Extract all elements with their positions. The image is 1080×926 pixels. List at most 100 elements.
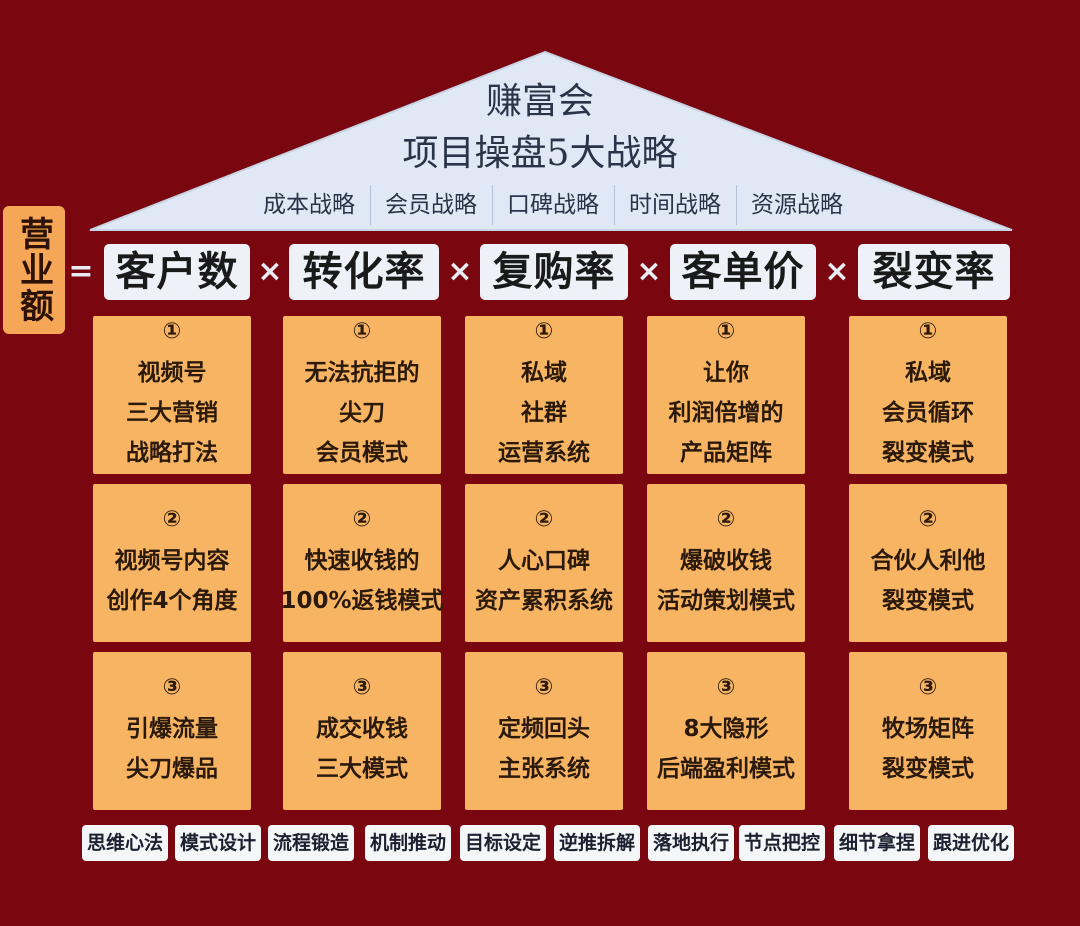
foundation-tag-execution: 落地执行 [648,825,734,861]
card-text: 私域 [905,360,951,386]
card-text: 产品矩阵 [680,440,772,466]
roof-triangle [89,50,1013,231]
card-text: 视频号 [137,360,207,386]
card-number: ② [352,507,372,532]
card-text: 活动策划模式 [657,588,795,614]
card-average-order-value-3: ③ 8大隐形 后端盈利模式 [647,652,805,810]
strategy-divider [736,185,737,225]
card-text: 裂变模式 [882,756,974,782]
revenue-box: 营业额 [3,206,65,334]
card-number: ② [162,507,182,532]
card-repurchase-rate-2: ② 人心口碑 资产累积系统 [465,484,623,642]
card-text: 合伙人利他 [870,548,986,574]
card-number: ③ [352,675,372,700]
times-sign: × [636,254,662,289]
factor-fission-rate: 裂变率 [858,244,1010,300]
strategy-divider [370,185,371,225]
card-text: 会员循环 [882,400,974,426]
card-text: 尖刀爆品 [126,756,218,782]
factor-repurchase-rate: 复购率 [480,244,628,300]
strategy-membership: 会员战略 [385,192,477,218]
card-number: ② [534,507,554,532]
card-average-order-value-2: ② 爆破收钱 活动策划模式 [647,484,805,642]
card-number: ③ [162,675,182,700]
card-text: 8大隐形 [683,716,769,742]
card-text: 爆破收钱 [680,548,772,574]
card-text: 100%返钱模式 [280,588,444,614]
strategy-divider [614,185,615,225]
card-repurchase-rate-1: ① 私域 社群 运营系统 [465,316,623,474]
card-text: 视频号内容 [114,548,230,574]
card-number: ① [162,319,182,344]
foundation-tag-milestone-control: 节点把控 [739,825,825,861]
factor-average-order-value: 客单价 [670,244,816,300]
card-text: 牧场矩阵 [882,716,974,742]
card-fission-rate-2: ② 合伙人利他 裂变模式 [849,484,1007,642]
card-number: ② [716,507,736,532]
card-text: 快速收钱的 [304,548,420,574]
card-customer-count-2: ② 视频号内容 创作4个角度 [93,484,251,642]
foundation-tag-detail-handling: 细节拿捏 [834,825,920,861]
card-fission-rate-1: ① 私域 会员循环 裂变模式 [849,316,1007,474]
card-text: 运营系统 [498,440,590,466]
card-number: ② [918,507,938,532]
card-text: 三大营销 [126,400,218,426]
card-text: 定频回头 [498,716,590,742]
foundation-tag-model-design: 模式设计 [175,825,261,861]
strategy-time: 时间战略 [629,192,721,218]
card-number: ① [716,319,736,344]
roof-subtitle: 项目操盘5大战略 [402,133,678,174]
strategy-resource: 资源战略 [751,192,843,218]
roof [89,50,1013,231]
card-text: 利润倍增的 [668,400,784,426]
card-text: 尖刀 [339,400,385,426]
card-number: ③ [918,675,938,700]
card-text: 让你 [703,360,749,386]
card-conversion-rate-3: ③ 成交收钱 三大模式 [283,652,441,810]
card-text: 无法抗拒的 [304,360,420,386]
card-text: 会员模式 [316,440,408,466]
factor-conversion-rate: 转化率 [289,244,439,300]
strategy-word-of-mouth: 口碑战略 [507,192,599,218]
card-text: 成交收钱 [316,716,408,742]
roof-title: 赚富会 [485,81,594,122]
revenue-label: 营业额 [13,216,54,324]
card-number: ① [534,319,554,344]
card-average-order-value-1: ① 让你 利润倍增的 产品矩阵 [647,316,805,474]
card-text: 主张系统 [498,756,590,782]
card-text: 资产累积系统 [475,588,613,614]
card-number: ① [918,319,938,344]
card-number: ① [352,319,372,344]
card-text: 创作4个角度 [106,588,238,614]
card-text: 三大模式 [316,756,408,782]
card-text: 私域 [521,360,567,386]
card-repurchase-rate-3: ③ 定频回头 主张系统 [465,652,623,810]
card-text: 裂变模式 [882,588,974,614]
times-sign: × [824,254,850,289]
foundation-tag-mechanism: 机制推动 [365,825,451,861]
foundation-tag-mindset: 思维心法 [82,825,168,861]
strategy-cost: 成本战略 [263,192,355,218]
factor-customer-count: 客户数 [104,244,250,300]
card-conversion-rate-2: ② 快速收钱的 100%返钱模式 [280,484,444,642]
card-text: 引爆流量 [126,716,218,742]
foundation-tag-reverse-breakdown: 逆推拆解 [554,825,640,861]
card-text: 社群 [521,400,567,426]
equals-sign: = [68,254,94,289]
card-number: ③ [716,675,736,700]
times-sign: × [257,254,283,289]
card-text: 战略打法 [126,440,218,466]
card-customer-count-1: ① 视频号 三大营销 战略打法 [93,316,251,474]
card-fission-rate-3: ③ 牧场矩阵 裂变模式 [849,652,1007,810]
foundation-tag-process: 流程锻造 [268,825,354,861]
card-text: 后端盈利模式 [657,756,795,782]
foundation-tag-goal-setting: 目标设定 [460,825,546,861]
times-sign: × [447,254,473,289]
card-customer-count-3: ③ 引爆流量 尖刀爆品 [93,652,251,810]
card-conversion-rate-1: ① 无法抗拒的 尖刀 会员模式 [283,316,441,474]
card-number: ③ [534,675,554,700]
card-text: 人心口碑 [498,548,590,574]
strategy-divider [492,185,493,225]
foundation-tag-follow-up: 跟进优化 [928,825,1014,861]
card-text: 裂变模式 [882,440,974,466]
